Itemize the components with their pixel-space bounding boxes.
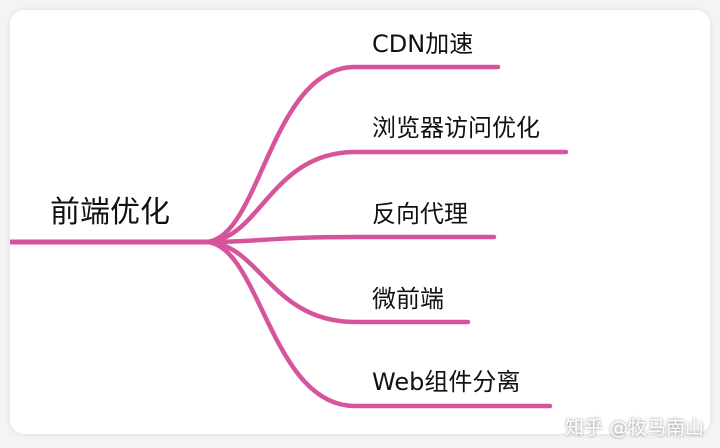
root-node-label: 前端优化 [50, 195, 170, 230]
mind-map-card: 前端优化 CDN加速 浏览器访问优化 反向代理 微前端 Web组件分离 [10, 10, 710, 434]
branch-line-web-components [202, 239, 553, 409]
mind-map-canvas [10, 64, 569, 409]
branch-line-micro-frontend [202, 239, 471, 325]
branch-line-browser-access [202, 149, 569, 245]
branch-label-cdn: CDN加速 [372, 30, 474, 58]
branch-line-reverse-proxy [202, 234, 497, 245]
branch-line-cdn [202, 64, 501, 245]
branch-label-browser-access: 浏览器访问优化 [372, 114, 540, 142]
branch-label-web-components: Web组件分离 [372, 368, 521, 396]
branch-label-reverse-proxy: 反向代理 [372, 200, 468, 228]
branch-label-micro-frontend: 微前端 [372, 285, 444, 313]
watermark-text: 知乎 @牧马南山 [564, 417, 704, 439]
